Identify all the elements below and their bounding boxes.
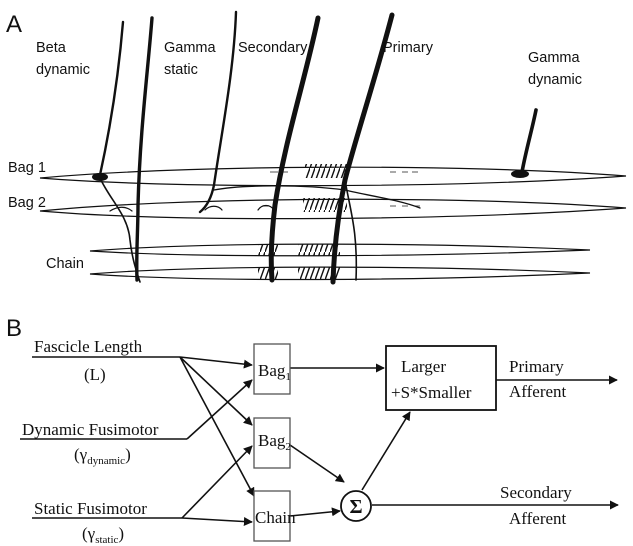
gamma-static-nerve-a xyxy=(137,18,152,280)
beta-dynamic-label-2: dynamic xyxy=(36,62,90,78)
primary-output-label: Primary xyxy=(509,357,564,376)
arrow-sum-combiner xyxy=(362,412,410,490)
secondary-label: Secondary xyxy=(238,40,308,56)
bag2-label: Bag 2 xyxy=(8,195,46,211)
dynamic-fusimotor-label: Dynamic Fusimotor xyxy=(22,420,159,439)
chain-block: Chain xyxy=(254,491,296,541)
secondary-output-label-2: Afferent xyxy=(509,509,567,528)
secondary-output-label: Secondary xyxy=(500,483,572,502)
static-fusimotor-label: Static Fusimotor xyxy=(34,499,147,518)
beta-dynamic-nerve xyxy=(100,22,123,175)
gamma-static-label: Gamma xyxy=(164,40,217,56)
static-fusimotor-symbol: (γstatic) xyxy=(82,524,124,546)
sum-symbol: Σ xyxy=(349,496,362,518)
fascicle-length-symbol: (L) xyxy=(84,365,106,384)
bag2-block: Bag2 xyxy=(254,418,291,468)
gamma-dynamic-label-2: dynamic xyxy=(528,72,582,88)
panel-a-letter: A xyxy=(6,11,22,38)
combiner-block: Larger +S*Smaller xyxy=(386,346,496,410)
sum-node: Σ xyxy=(341,491,371,521)
bag1-block: Bag1 xyxy=(254,344,291,394)
arrow-L-chain xyxy=(180,357,254,496)
arrow-bag2-sum xyxy=(290,445,344,482)
secondary-nerve xyxy=(271,18,318,280)
fascicle-length-label: Fascicle Length xyxy=(34,337,143,356)
arrow-static-bag2 xyxy=(182,446,252,518)
combiner-line-2: +S*Smaller xyxy=(391,383,472,402)
arrow-chain-sum xyxy=(290,511,340,516)
panel-b: B Fascicle Length (L) Dynamic Fusimotor … xyxy=(6,315,618,546)
gamma-dynamic-nerve xyxy=(522,110,536,172)
panel-a: A xyxy=(6,11,626,282)
gamma-static-label-2: static xyxy=(164,62,198,78)
dynamic-fusimotor-symbol: (γdynamic) xyxy=(74,445,131,467)
panel-b-letter: B xyxy=(6,315,22,342)
chain-block-label: Chain xyxy=(255,508,296,527)
combiner-line-1: Larger xyxy=(401,357,446,376)
arrow-L-bag2 xyxy=(180,357,252,425)
primary-output-label-2: Afferent xyxy=(509,382,567,401)
bag1-label: Bag 1 xyxy=(8,160,46,176)
gamma-dynamic-label: Gamma xyxy=(528,50,581,66)
gamma-dynamic-endplate xyxy=(511,170,529,178)
arrow-static-chain xyxy=(182,518,252,522)
primary-label: Primary xyxy=(383,40,434,56)
beta-dynamic-label: Beta xyxy=(36,40,67,56)
chain-label: Chain xyxy=(46,256,84,272)
arrow-L-bag1 xyxy=(180,357,252,365)
